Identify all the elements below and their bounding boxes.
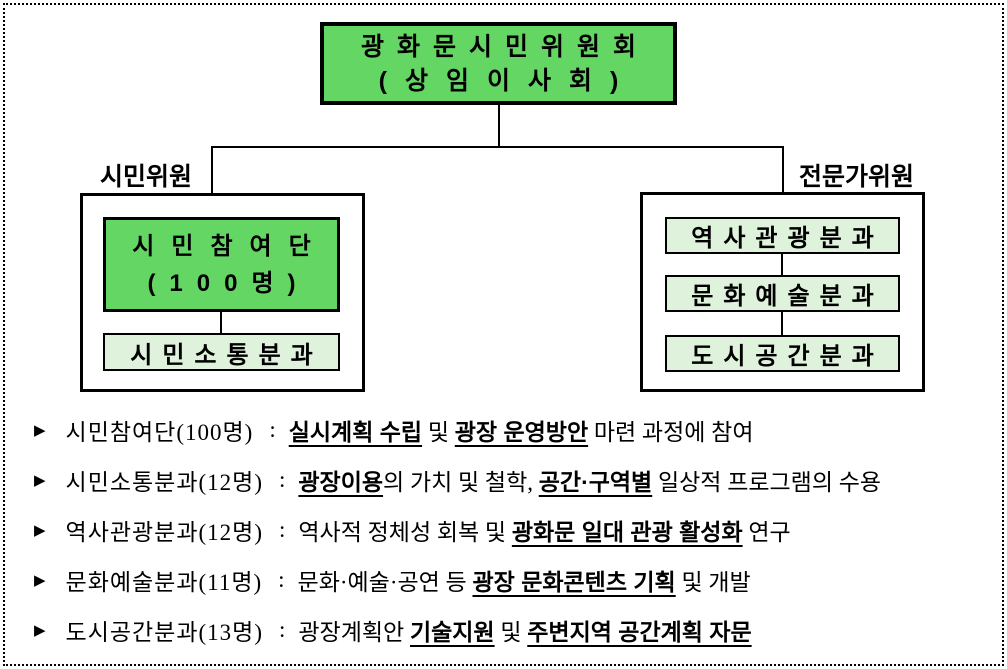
citizen-panel-title: 시민참여단 (132, 232, 328, 260)
emphasized-text: 광장 운영방안 (454, 419, 589, 445)
bullet-list: ▶ 시민참여단(100명) : 실시계획 수립 및 광장 운영방안 마련 과정에… (30, 405, 990, 655)
culture-arts-box: 문화예술분과 (665, 275, 900, 312)
plain-text: 문화·예술·공연 등 (297, 570, 473, 595)
list-item: ▶ 시민참여단(100명) : 실시계획 수립 및 광장 운영방안 마련 과정에… (30, 405, 990, 455)
culture-arts-label: 문화예술분과 (691, 283, 884, 310)
urban-space-box: 도시공간분과 (665, 335, 900, 372)
list-item-title: 도시공간분과(13명) (65, 620, 263, 645)
communication-subcommittee-box: 시민소통분과 (103, 333, 340, 371)
history-tourism-label: 역사관광분과 (691, 225, 884, 252)
plain-text: 역사적 정체성 회복 및 (298, 520, 512, 545)
urban-space-label: 도시공간분과 (691, 343, 884, 370)
communication-subcommittee-label: 시민소통분과 (130, 341, 323, 369)
root-box: 광화문시민위원회 (상임이사회) (320, 22, 677, 105)
list-item: ▶ 문화예술분과(11명) : 문화·예술·공연 등 광장 문화콘텐츠 기획 및… (30, 555, 990, 605)
history-tourism-box: 역사관광분과 (665, 217, 900, 254)
connector-root-vertical (498, 105, 500, 147)
connector-expert-1 (781, 254, 783, 275)
list-item-colon: : (279, 617, 286, 642)
list-item-description: 광장이용의 가치 및 철학, 공간·구역별 일상적 프로그램의 수용 (298, 463, 881, 497)
bullet-triangle-icon: ▶ (34, 471, 46, 489)
emphasized-text: 공간·구역별 (538, 469, 653, 495)
list-item-title: 시민참여단(100명) (65, 420, 254, 445)
connector-right-stub (782, 146, 784, 192)
bullet-triangle-icon: ▶ (34, 571, 46, 589)
list-item-colon: : (279, 517, 286, 542)
bullet-triangle-icon: ▶ (34, 521, 46, 539)
list-item-title: 시민소통분과(12명) (65, 470, 263, 495)
emphasized-text: 기술지원 (409, 619, 495, 645)
expert-group-label: 전문가위원 (799, 163, 915, 191)
root-box-title: 광화문시민위원회 (360, 32, 649, 61)
plain-text: 및 (422, 420, 455, 445)
citizen-panel-count: (100명) (147, 269, 310, 297)
plain-text: 광장계획안 (298, 620, 410, 645)
connector-citizen-sub (220, 312, 222, 333)
list-item: ▶ 역사관광분과(12명) : 역사적 정체성 회복 및 광화문 일대 관광 활… (30, 505, 990, 555)
connector-left-stub (211, 146, 213, 193)
emphasized-text: 광화문 일대 관광 활성화 (511, 519, 743, 545)
list-item-description: 실시계획 수립 및 광장 운영방안 마련 과정에 참여 (289, 413, 754, 447)
list-item-colon: : (269, 417, 276, 442)
plain-text: 의 가치 및 철학, (383, 470, 539, 495)
list-item-description: 역사적 정체성 회복 및 광화문 일대 관광 활성화 연구 (298, 513, 790, 547)
list-item-title: 문화예술분과(11명) (65, 570, 263, 595)
bullet-triangle-icon: ▶ (34, 621, 46, 639)
plain-text: 마련 과정에 참여 (588, 420, 754, 445)
plain-text: 일상적 프로그램의 수용 (652, 470, 882, 495)
list-item-colon: : (278, 567, 285, 592)
list-item: ▶ 도시공간분과(13명) : 광장계획안 기술지원 및 주변지역 공간계획 자… (30, 605, 990, 655)
citizen-group-label: 시민위원 (100, 163, 193, 191)
plain-text: 및 개발 (675, 570, 751, 595)
bullet-triangle-icon: ▶ (34, 421, 46, 439)
list-item-title: 역사관광분과(12명) (65, 520, 263, 545)
emphasized-text: 실시계획 수립 (288, 419, 423, 445)
plain-text: 연구 (742, 520, 791, 545)
list-item: ▶ 시민소통분과(12명) : 광장이용의 가치 및 철학, 공간·구역별 일상… (30, 455, 990, 505)
connector-horizontal (211, 146, 784, 148)
list-item-description: 광장계획안 기술지원 및 주변지역 공간계획 자문 (298, 613, 751, 647)
emphasized-text: 광장 문화콘텐츠 기획 (472, 569, 676, 595)
plain-text: 및 (494, 620, 528, 645)
emphasized-text: 주변지역 공간계획 자문 (527, 619, 752, 645)
connector-expert-2 (781, 312, 783, 335)
citizen-panel-box: 시민참여단 (100명) (103, 217, 340, 312)
emphasized-text: 광장이용 (298, 469, 384, 495)
root-box-subtitle: (상임이사회) (378, 66, 637, 95)
list-item-description: 문화·예술·공연 등 광장 문화콘텐츠 기획 및 개발 (298, 563, 751, 597)
list-item-colon: : (279, 467, 286, 492)
